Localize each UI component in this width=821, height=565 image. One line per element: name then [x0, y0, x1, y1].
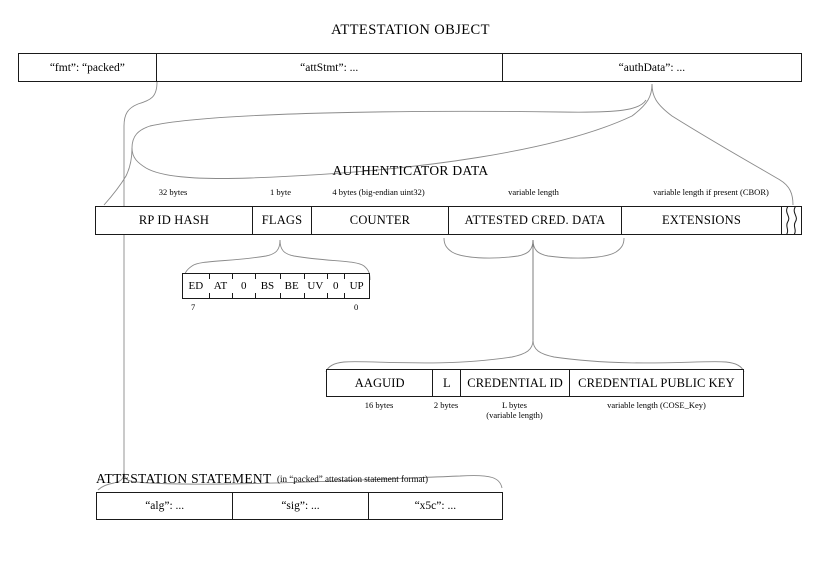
flag-bit-rfu2[interactable]: 0: [232, 274, 255, 298]
field-attstmt[interactable]: “attStmt”: ...: [155, 54, 502, 81]
caption-aaguid: 16 bytes: [364, 400, 394, 410]
field-authdata[interactable]: “authData”: ...: [501, 54, 801, 81]
caption-counter: 4 bytes (big-endian uint32): [332, 187, 425, 197]
flag-bit-at[interactable]: AT: [208, 274, 233, 298]
flag-bit-uv[interactable]: UV: [303, 274, 328, 298]
caption-flags: 1 byte: [269, 187, 291, 197]
bit-label-low: 0: [354, 302, 359, 312]
attested-credential-data-row: AAGUID L CREDENTIAL ID CREDENTIAL PUBLIC…: [326, 369, 744, 397]
flag-bit-ed[interactable]: ED: [188, 280, 204, 292]
field-rp-id-hash[interactable]: RP ID HASH: [138, 213, 210, 227]
flag-bit-bs[interactable]: BS: [255, 274, 280, 298]
field-flags[interactable]: FLAGS: [252, 207, 311, 234]
field-l[interactable]: L: [432, 370, 460, 396]
caption-extensions: variable length if present (CBOR): [653, 187, 769, 197]
flag-bit-up[interactable]: UP: [344, 274, 369, 298]
authenticator-data-row: RP ID HASH FLAGS COUNTER ATTESTED CRED. …: [95, 206, 802, 235]
field-x5c[interactable]: “x5c”: ...: [367, 493, 502, 519]
field-attested-cred-data[interactable]: ATTESTED CRED. DATA: [448, 207, 621, 234]
caption-rp-id-hash: 32 bytes: [158, 187, 188, 197]
field-sig[interactable]: “sig”: ...: [232, 493, 367, 519]
flags-byte-box: ED AT 0 BS BE UV 0 UP: [182, 273, 370, 299]
field-credential-id[interactable]: CREDENTIAL ID: [460, 370, 568, 396]
caption-credential-id: L bytes (variable length): [486, 400, 543, 420]
authenticator-data-title: AUTHENTICATOR DATA: [332, 163, 489, 178]
field-fmt[interactable]: “fmt”: “packed”: [49, 61, 125, 74]
flag-bit-rfu1[interactable]: 0: [327, 274, 344, 298]
flag-bit-be[interactable]: BE: [279, 274, 304, 298]
caption-attested-cred-data: variable length: [508, 187, 559, 197]
field-alg[interactable]: “alg”: ...: [145, 500, 185, 512]
bit-label-high: 7: [191, 302, 196, 312]
page-title: ATTESTATION OBJECT: [331, 22, 490, 38]
attestation-object-row: “fmt”: “packed” “attStmt”: ... “authData…: [18, 53, 802, 82]
field-extensions[interactable]: EXTENSIONS: [621, 207, 781, 234]
field-counter[interactable]: COUNTER: [311, 207, 448, 234]
truncation-break-icon: [781, 207, 801, 234]
field-aaguid[interactable]: AAGUID: [354, 375, 405, 390]
attestation-statement-note: (in “packed” attestation statement forma…: [277, 474, 428, 484]
field-credential-public-key[interactable]: CREDENTIAL PUBLIC KEY: [568, 370, 743, 396]
attestation-statement-title: ATTESTATION STATEMENT: [96, 471, 272, 486]
caption-l: 2 bytes: [433, 400, 459, 410]
caption-credential-public-key: variable length (COSE_Key): [607, 400, 706, 410]
attestation-statement-row: “alg”: ... “sig”: ... “x5c”: ...: [96, 492, 503, 520]
